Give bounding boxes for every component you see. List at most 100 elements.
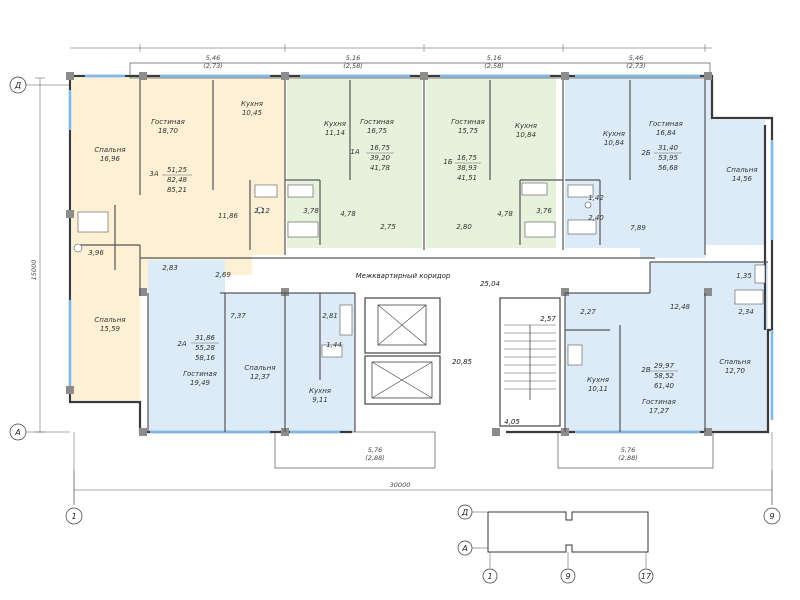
svg-text:11,14: 11,14 [325,129,345,137]
svg-text:55,28: 55,28 [195,344,216,352]
svg-text:2,34: 2,34 [738,308,754,316]
svg-text:2,83: 2,83 [162,264,178,272]
svg-text:Спальня: Спальня [94,146,125,154]
svg-text:17,27: 17,27 [649,407,670,415]
svg-text:Гостиная: Гостиная [360,118,394,126]
svg-text:58,52: 58,52 [654,372,675,380]
overall-height-label: 15000 [30,260,38,281]
svg-text:5,76: 5,76 [368,446,382,454]
svg-text:2,81: 2,81 [322,312,338,320]
svg-text:10,45: 10,45 [242,109,263,117]
svg-text:61,40: 61,40 [654,382,675,390]
svg-text:9: 9 [769,512,774,521]
svg-text:(2,73): (2,73) [203,62,223,70]
svg-text:31,86: 31,86 [195,334,216,342]
keyplan-axis-9 [560,568,576,584]
apartment-3a-fill [72,78,285,400]
axis-marker-a: А [9,423,27,441]
svg-text:Гостиная: Гостиная [451,118,485,126]
svg-text:9,11: 9,11 [312,396,328,404]
svg-text:Спальня: Спальня [94,316,125,324]
apartment-2a: 2,69 7,37 2А 31,86 55,28 58,16 Гостиная … [177,271,341,404]
bottom-dim-2: 5,76 (2,88) [618,446,638,462]
top-dim-1: 5,46 (2,73) [203,54,223,70]
svg-text:16,75: 16,75 [457,154,478,162]
svg-text:16,75: 16,75 [370,144,391,152]
svg-text:16,96: 16,96 [100,155,121,163]
svg-text:2,80: 2,80 [456,223,472,231]
apartment-2b: Кухня 10,84 Гостиная 16,84 2Б 31,40 53,9… [588,120,757,232]
svg-text:Кухня: Кухня [241,100,263,108]
svg-text:31,40: 31,40 [658,144,679,152]
svg-text:51,25: 51,25 [167,166,188,174]
svg-text:38,93: 38,93 [457,164,477,172]
svg-text:2,40: 2,40 [588,214,604,222]
svg-text:Д: Д [461,508,468,517]
svg-text:12,70: 12,70 [725,367,746,375]
apartment-3a: Спальня 16,96 Гостиная 18,70 Кухня 10,45… [88,100,270,333]
top-dim-3: 5,16 (2,58) [484,54,504,70]
svg-text:16,75: 16,75 [367,127,388,135]
svg-text:(2,73): (2,73) [626,62,646,70]
svg-text:14,56: 14,56 [732,175,753,183]
svg-text:12,48: 12,48 [670,303,691,311]
svg-text:Гостиная: Гостиная [642,398,676,406]
svg-text:4,78: 4,78 [497,210,513,218]
svg-text:1А: 1А [350,148,359,156]
interior-walls [75,80,768,432]
svg-text:Кухня: Кухня [324,120,346,128]
svg-text:4,78: 4,78 [340,210,356,218]
stair-area-top: 2,57 [540,315,556,323]
svg-text:(2,88): (2,88) [618,454,638,462]
svg-text:1,35: 1,35 [736,272,752,280]
keyplan-axis-17 [638,568,654,584]
balcony-bottom-left [274,431,436,469]
svg-text:7,37: 7,37 [230,312,246,320]
svg-text:1: 1 [71,512,76,521]
svg-text:3,76: 3,76 [536,207,552,215]
svg-text:(2,58): (2,58) [343,62,363,70]
svg-text:19,49: 19,49 [190,379,211,387]
svg-text:1,42: 1,42 [588,194,604,202]
svg-text:Спальня: Спальня [726,166,757,174]
svg-text:1,44: 1,44 [326,341,342,349]
svg-text:2,75: 2,75 [380,223,396,231]
svg-text:11,86: 11,86 [218,212,239,220]
svg-text:Кухня: Кухня [515,122,537,130]
svg-text:(2,88): (2,88) [365,454,385,462]
key-plan: Д А 1 9 17 [457,504,654,584]
svg-text:29,97: 29,97 [654,362,675,370]
svg-text:5,46: 5,46 [629,54,643,62]
svg-text:18,70: 18,70 [158,127,179,135]
svg-text:(2,58): (2,58) [484,62,504,70]
apartment-1a: Кухня 11,14 Гостиная 16,75 1А 16,75 39,2… [303,118,396,231]
keyplan-axis-1 [482,568,498,584]
svg-text:Кухня: Кухня [309,387,331,395]
overall-width-label: 30000 [390,481,411,489]
apartment-2v-fill [565,262,768,432]
apartment-2a-fill [148,260,355,432]
apartment-1b: Гостиная 15,75 Кухня 10,84 1Б 16,75 38,9… [443,118,552,231]
apartment-2v: 2,27 12,48 1,35 2,34 2В 29,97 58,52 61,4… [580,272,754,415]
top-dim-2: 5,16 (2,58) [343,54,363,70]
staircase [499,297,561,427]
svg-text:Гостиная: Гостиная [151,118,185,126]
windows [68,74,774,434]
svg-text:2Б: 2Б [641,149,650,157]
svg-text:56,68: 56,68 [658,164,679,172]
svg-text:12,37: 12,37 [250,373,271,381]
svg-text:Гостиная: Гостиная [183,370,217,378]
svg-text:3,96: 3,96 [88,249,104,257]
svg-text:82,48: 82,48 [167,176,188,184]
svg-text:2В: 2В [641,366,650,374]
svg-text:53,95: 53,95 [658,154,679,162]
svg-text:5,46: 5,46 [206,54,220,62]
svg-text:5,16: 5,16 [487,54,501,62]
svg-text:Кухня: Кухня [603,130,625,138]
svg-text:Д: Д [14,81,21,90]
svg-text:2,27: 2,27 [580,308,596,316]
svg-text:2,12: 2,12 [254,207,270,215]
elevator-shaft [364,297,441,405]
svg-text:2,69: 2,69 [215,271,231,279]
